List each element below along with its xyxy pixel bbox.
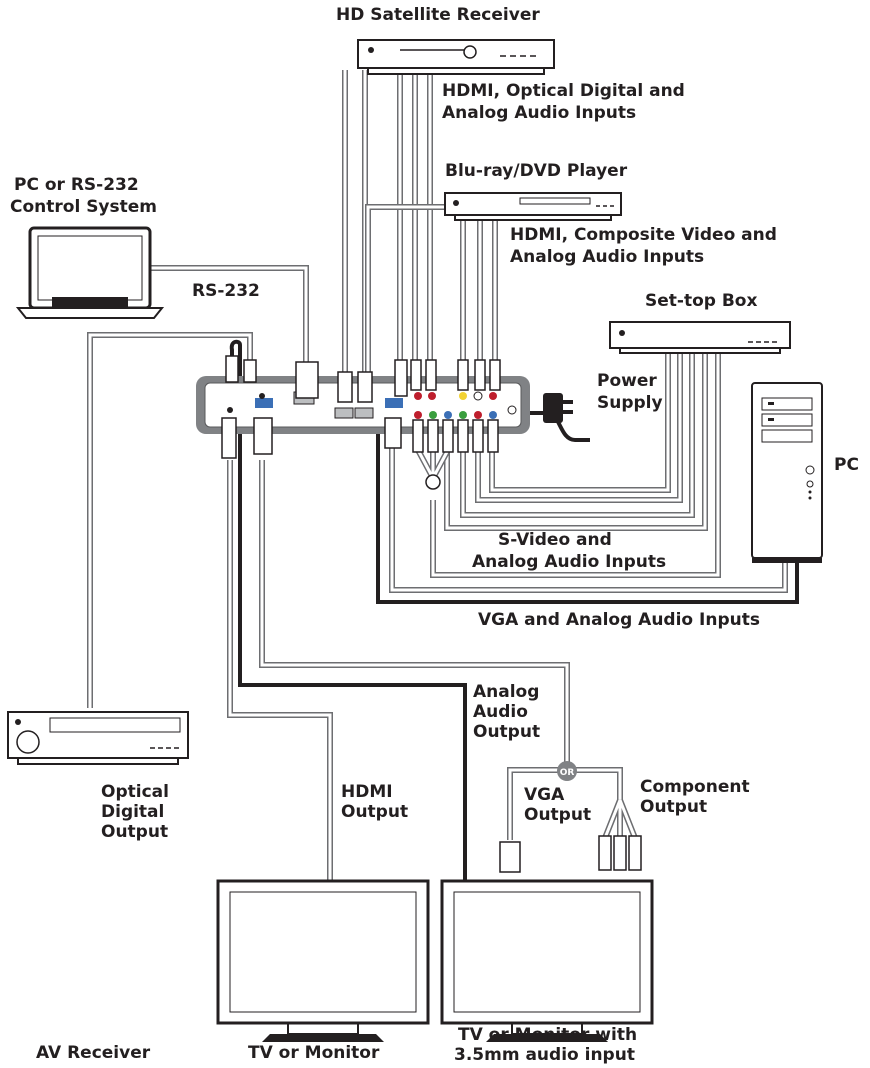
label-tv2-1: TV or Monitor with [458, 1025, 637, 1045]
label-optical-1: Optical [101, 782, 169, 802]
output-plugs [499, 835, 642, 873]
label-settop: Set-top Box [645, 291, 757, 311]
label-tv1: TV or Monitor [248, 1043, 380, 1063]
svg-text:OR: OR [560, 768, 575, 778]
label-analog-out-2: Audio [473, 702, 528, 722]
settop-box [609, 321, 791, 354]
label-svideo-1: S-Video and [498, 530, 612, 550]
connectors [221, 355, 501, 490]
label-bluray: Blu-ray/DVD Player [445, 161, 628, 181]
label-power-1: Power [597, 371, 657, 391]
label-rs232: RS-232 [192, 281, 260, 301]
label-hdmi-out-2: Output [341, 802, 408, 822]
av-receiver [7, 711, 189, 765]
pc-tower [751, 382, 823, 563]
hd-satellite-receiver [357, 39, 555, 75]
or-badge: OR [557, 761, 577, 781]
label-pc-rs232-1: PC or RS-232 [14, 175, 139, 195]
label-hd-satellite: HD Satellite Receiver [336, 5, 540, 25]
label-pc: PC [834, 455, 859, 475]
label-tv2-2: 3.5mm audio input [454, 1045, 635, 1065]
power-supply-icon [543, 393, 573, 423]
laptop-icon [15, 226, 165, 319]
label-bluray-inputs-2: Analog Audio Inputs [510, 247, 704, 267]
label-vga-out-1: VGA [524, 785, 565, 805]
label-bluray-inputs-1: HDMI, Composite Video and [510, 225, 777, 245]
label-svideo-2: Analog Audio Inputs [472, 552, 666, 572]
label-vga-inputs: VGA and Analog Audio Inputs [478, 610, 760, 630]
label-sat-inputs-1: HDMI, Optical Digital and [442, 81, 685, 101]
labels: HD Satellite Receiver HDMI, Optical Digi… [10, 5, 859, 1065]
label-av-receiver: AV Receiver [36, 1043, 151, 1063]
tv-monitor-2 [440, 879, 654, 1042]
label-hdmi-out-1: HDMI [341, 782, 393, 802]
cables [87, 70, 788, 880]
label-component-1: Component [640, 777, 750, 797]
label-pc-rs232-2: Control System [10, 197, 157, 217]
label-optical-2: Digital [101, 802, 164, 822]
label-component-2: Output [640, 797, 707, 817]
label-analog-out-3: Output [473, 722, 540, 742]
label-sat-inputs-2: Analog Audio Inputs [442, 103, 636, 123]
label-power-2: Supply [597, 393, 663, 413]
label-analog-out-1: Analog [473, 682, 539, 702]
label-optical-3: Output [101, 822, 168, 842]
bluray-dvd-player [444, 192, 622, 221]
tv-monitor-1 [216, 879, 430, 1042]
label-vga-out-2: Output [524, 805, 591, 825]
